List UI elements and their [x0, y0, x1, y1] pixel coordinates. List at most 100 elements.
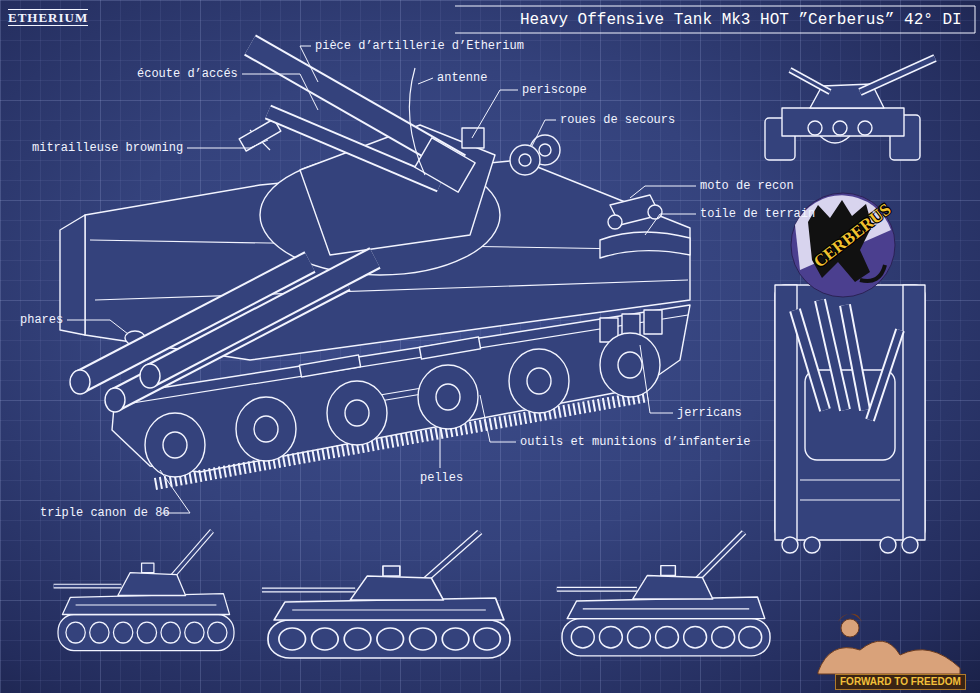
part-label: periscope: [522, 83, 587, 97]
part-label: écoute d’accés: [137, 67, 238, 81]
tank-illustration: [510, 145, 540, 175]
tank-illustration: [105, 388, 125, 412]
tank-illustration: [600, 232, 690, 258]
tank-illustration: [163, 432, 187, 458]
front-view: [860, 58, 935, 92]
part-label: pièce d’artillerie d’Etherium: [315, 39, 524, 53]
tank-illustration: [239, 119, 281, 151]
top-view: [775, 285, 925, 540]
top-view: [804, 537, 820, 553]
top-view: [880, 537, 896, 553]
part-label: phares: [20, 313, 63, 327]
badge-figure: [818, 641, 960, 674]
side-views: [557, 532, 770, 655]
leader-lines: [418, 78, 433, 84]
title-frame: [455, 6, 975, 33]
tank-illustration: [608, 215, 622, 229]
blueprint-title: Heavy Offensive Tank Mk3 HOT ”Cerberus” …: [520, 11, 962, 29]
badge-figure: [818, 614, 960, 674]
title-frame: [455, 6, 975, 7]
leader-lines: [187, 140, 268, 148]
cerberus-insignia: [860, 265, 885, 281]
brand-mark: ETHERIUM: [8, 9, 88, 26]
tank-illustration: [436, 384, 460, 410]
tank-illustration: [268, 112, 440, 185]
tank-illustration: [299, 355, 360, 377]
tank-illustration: [509, 349, 569, 413]
leader-lines: [242, 74, 318, 110]
part-label: roues de secours: [560, 113, 675, 127]
part-label: pelles: [420, 471, 463, 485]
top-view: [903, 285, 925, 540]
part-label: mitrailleuse browning: [32, 141, 183, 155]
tank-illustration: [648, 205, 662, 219]
tank-illustration: [539, 144, 551, 156]
tank-illustration: [150, 258, 375, 376]
top-view: [870, 330, 900, 420]
top-view: [775, 285, 925, 553]
side-views: [54, 531, 770, 658]
side-views: [54, 531, 234, 651]
front-view: [782, 108, 904, 136]
front-view: [765, 58, 935, 160]
leader-lines: [630, 186, 696, 198]
tank-illustration: [150, 258, 375, 376]
tank-illustration: [418, 365, 478, 429]
tank-illustration: [419, 337, 480, 359]
front-view: [790, 70, 830, 92]
part-label: moto de recon: [700, 179, 794, 193]
leader-lines: [480, 395, 516, 442]
front-view: [833, 121, 847, 135]
front-view: [820, 136, 850, 143]
tank-illustration: [140, 364, 160, 388]
tank-illustration: [527, 368, 551, 394]
leader-lines: [640, 345, 673, 413]
tank-illustration: [462, 128, 484, 148]
tank-illustration: [327, 381, 387, 445]
tank-illustration: [519, 154, 531, 166]
tank-illustration: [254, 416, 278, 442]
top-view: [782, 537, 798, 553]
top-view: [800, 499, 900, 500]
part-label: outils et munitions d’infanterie: [520, 435, 750, 449]
tank-illustration: [600, 333, 660, 397]
leader-lines: [472, 90, 518, 138]
badge-figure: [841, 619, 859, 637]
top-view: [800, 479, 900, 480]
top-view: [845, 305, 865, 410]
part-label: jerricans: [677, 406, 742, 420]
title-frame: [975, 6, 976, 33]
part-label: antenne: [437, 71, 487, 85]
tank-illustration: [409, 68, 425, 175]
leader-lines: [440, 428, 441, 468]
title-frame: [455, 33, 975, 34]
leader-lines: [532, 120, 556, 146]
part-label: triple canon de 86: [40, 506, 170, 520]
tank-illustration: [644, 310, 662, 334]
front-view: [808, 121, 822, 135]
part-label: toile de terrain: [700, 207, 815, 221]
front-view: [858, 121, 872, 135]
tank-illustration: [618, 352, 642, 378]
badge-figure: [838, 614, 862, 622]
front-view: [860, 58, 935, 92]
leader-lines: [67, 320, 128, 334]
tank-illustration: [70, 370, 90, 394]
tank-illustration: [236, 397, 296, 461]
tank-illustration: [60, 215, 85, 335]
top-view: [902, 537, 918, 553]
leader-lines: [645, 214, 696, 235]
side-views: [262, 532, 510, 658]
tank-illustration: [145, 413, 205, 477]
tank-illustration: [60, 45, 690, 484]
badge-text: FORWARD TO FREEDOM: [835, 674, 966, 690]
front-view: [790, 70, 830, 92]
tank-illustration: [268, 112, 440, 185]
tank-illustration: [95, 280, 688, 300]
tank-illustration: [345, 400, 369, 426]
top-view: [845, 305, 865, 410]
top-view: [870, 330, 900, 420]
